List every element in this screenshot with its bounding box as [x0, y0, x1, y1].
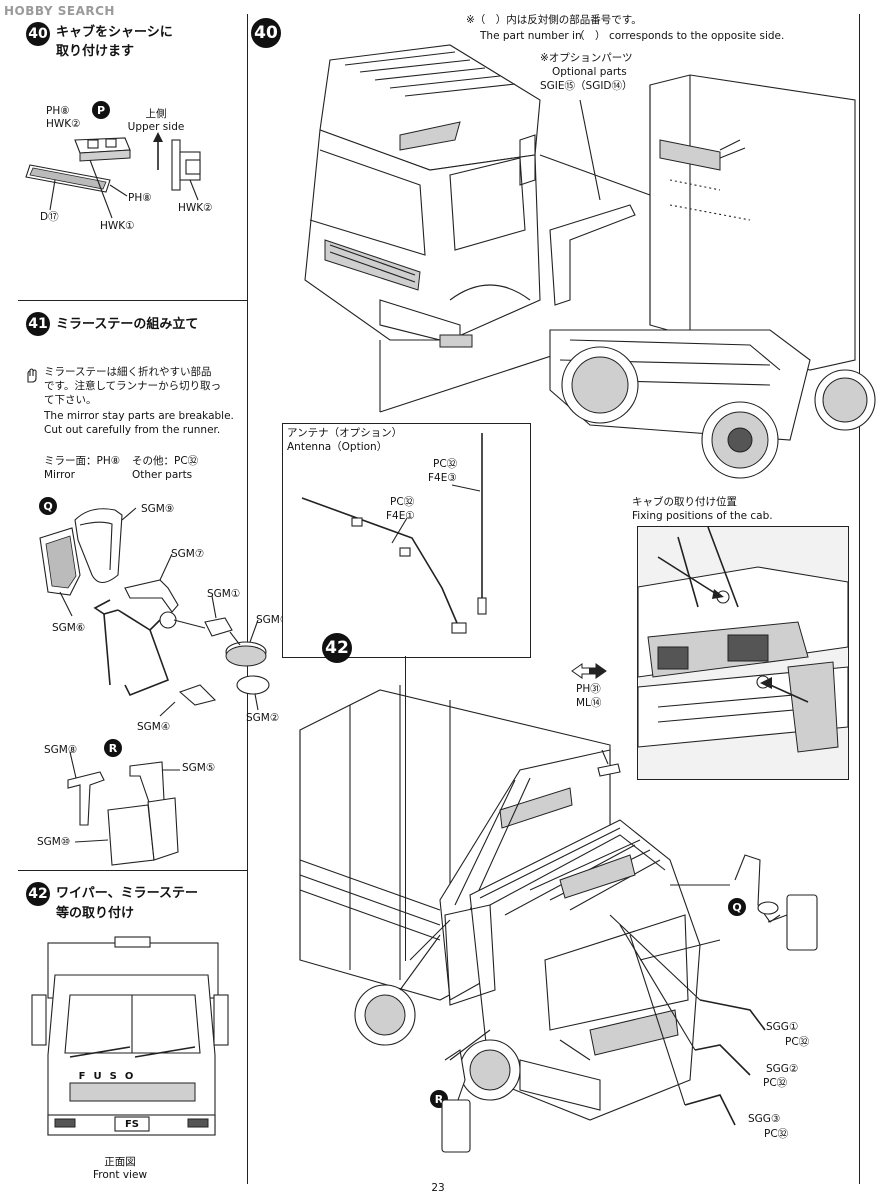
- label-sgg2: SGG②: [766, 1063, 799, 1075]
- part-label-ph8: PH⑧: [46, 105, 70, 117]
- q-badge-main: Q: [728, 898, 746, 916]
- label-ph91: PH㉛: [576, 683, 601, 695]
- column-divider: [247, 14, 248, 1184]
- note-en-line1: The mirror stay parts are breakable.: [44, 410, 234, 422]
- optional-parts-numbers: SGIE⑮（SGID⑭）: [540, 80, 633, 92]
- label-sgm8: SGM⑧: [44, 744, 78, 756]
- opposite-side-note-en1: The part number in: [480, 30, 582, 42]
- antenna-pc32-b: PC㉜: [390, 496, 415, 508]
- page-border-right: [859, 14, 860, 1184]
- step-40-main-number: 40: [251, 18, 281, 48]
- step-42-title-line2: 等の取り付け: [56, 906, 135, 921]
- label-sgm2: SGM②: [246, 712, 280, 724]
- step-41-number: 41: [26, 312, 50, 336]
- mirror-en: Mirror: [44, 469, 75, 481]
- label-sgm6: SGM⑥: [52, 622, 86, 634]
- label-sgg1: SGG①: [766, 1021, 799, 1033]
- antenna-title-jp: アンテナ（オプション）: [287, 427, 403, 439]
- grille-text: FUSO: [78, 1071, 142, 1082]
- section-divider-40-41: [18, 300, 247, 301]
- note-jp-line2: です。注意してランナーから切り取っ: [44, 380, 222, 392]
- label-sgm5: SGM⑤: [182, 762, 216, 774]
- label-sgm4: SGM④: [137, 721, 171, 733]
- antenna-pc32-a: PC㉜: [433, 458, 458, 470]
- label-sgm9: SGM⑨: [141, 503, 175, 515]
- label-sgg1-pc32: PC㉜: [785, 1036, 810, 1048]
- opposite-side-note-jp: ※（ ）内は反対側の部品番号です。: [466, 14, 642, 26]
- step-40-title-line1: キャブをシャーシに: [56, 25, 173, 40]
- front-view-diagram: [31, 936, 229, 1136]
- step-42-title-line1: ワイパー、ミラーステー: [56, 886, 198, 901]
- front-view-jp: 正面図: [104, 1156, 136, 1168]
- upper-side-en: Upper side: [127, 121, 185, 133]
- note-jp-line3: て下さい。: [44, 394, 97, 406]
- r-badge: R: [104, 739, 122, 757]
- antenna-option-box: [282, 423, 531, 658]
- label-ml14: ML⑭: [576, 697, 602, 709]
- double-arrow-icon: [571, 663, 607, 679]
- section-divider-41-42: [18, 870, 247, 871]
- mirror-stay-diagram: [39, 507, 270, 866]
- step-40-number: 40: [26, 22, 50, 46]
- caution-hand-icon: [27, 368, 37, 383]
- label-sgg2-pc32: PC㉜: [763, 1077, 788, 1089]
- antenna-diagram: [301, 433, 487, 634]
- upper-side-jp: 上側: [145, 108, 167, 120]
- other-parts-en: Other parts: [132, 469, 193, 481]
- optional-parts-en: Optional parts: [552, 66, 627, 78]
- note-en-line2: Cut out carefully from the runner.: [44, 424, 221, 436]
- label-sgg3-pc32: PC㉜: [764, 1128, 789, 1140]
- opposite-side-note-en2: corresponds to the opposite side.: [609, 30, 785, 42]
- label-sgm1: SGM①: [207, 588, 241, 600]
- label-sgg3: SGG③: [748, 1113, 781, 1125]
- p-badge: P: [92, 101, 110, 119]
- license-plate-text: FS: [124, 1119, 140, 1130]
- antenna-leader-line: [405, 656, 406, 961]
- watermark: HOBBY SEARCH: [4, 4, 115, 18]
- step-40-title-line2: 取り付けます: [56, 44, 135, 59]
- part-label-hwk2: HWK②: [46, 118, 81, 130]
- label-sgm3: SGM③: [256, 614, 290, 626]
- optional-parts-jp: ※オプションパーツ: [540, 52, 633, 64]
- antenna-f4e3: F4E③: [428, 472, 457, 484]
- cab-chassis-diagram: [304, 44, 876, 479]
- truck-assembly-diagram: [299, 685, 818, 1153]
- step-41-title: ミラーステーの組み立て: [56, 317, 199, 332]
- step-42-number: 42: [26, 882, 50, 906]
- marker-lamp-diagram: [25, 132, 201, 219]
- other-material-label: その他：PC㉜: [132, 455, 199, 467]
- label-sgm7: SGM⑦: [171, 548, 205, 560]
- part-label-hwk2-right: HWK②: [178, 202, 213, 214]
- opposite-side-paren: （ ）: [574, 30, 606, 42]
- antenna-title-en: Antenna（Option）: [287, 441, 388, 453]
- step-42-main-number: 42: [322, 633, 352, 663]
- page-number: 23: [431, 1182, 445, 1194]
- q-badge: Q: [39, 497, 57, 515]
- part-label-d17: D⑰: [40, 211, 59, 223]
- note-jp-line1: ミラーステーは細く折れやすい部品: [44, 366, 212, 378]
- part-label-ph8-right: PH⑧: [128, 192, 152, 204]
- cab-fixing-title-en: Fixing positions of the cab.: [632, 510, 773, 522]
- antenna-f4e1: F4E①: [386, 510, 415, 522]
- front-view-en: Front view: [92, 1169, 148, 1181]
- mirror-material-label: ミラー面：PH⑧: [44, 455, 121, 467]
- label-sgm10: SGM⑩: [37, 836, 71, 848]
- cab-fixing-diagram: [638, 527, 848, 779]
- part-label-hwk1: HWK①: [100, 220, 135, 232]
- cab-fixing-photo-box: [637, 526, 849, 780]
- cab-fixing-title-jp: キャブの取り付け位置: [632, 496, 737, 508]
